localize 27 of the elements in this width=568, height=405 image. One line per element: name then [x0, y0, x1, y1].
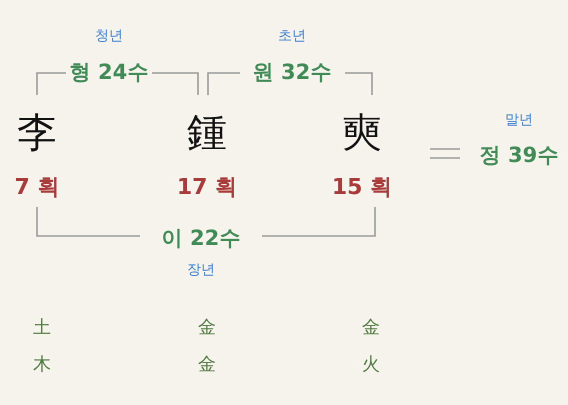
sum-label: 원 32수: [252, 59, 332, 86]
hanja-character: 李: [17, 109, 57, 157]
element-character: 土: [33, 317, 51, 339]
period-heading: 장년: [187, 261, 215, 279]
stroke-count: 7 획: [14, 175, 60, 201]
element-character: 金: [198, 354, 216, 376]
period-heading: 청년: [95, 27, 123, 45]
bracket-line: [207, 72, 240, 95]
bracket-line: [152, 72, 199, 95]
hanja-character: 鍾: [187, 109, 227, 157]
element-character: 火: [362, 354, 380, 376]
stroke-count: 17 획: [176, 175, 238, 201]
period-heading: 말년: [505, 111, 533, 129]
sum-label: 정 39수: [480, 142, 558, 169]
element-character: 木: [33, 354, 51, 376]
element-character: 金: [362, 317, 380, 339]
bracket-line: [36, 207, 140, 237]
sum-label: 형 24수: [70, 59, 148, 86]
bracket-line: [345, 72, 373, 95]
sum-label: 이 22수: [162, 225, 240, 252]
element-character: 金: [198, 317, 216, 339]
hanja-character: 奭: [342, 109, 382, 157]
bracket-line: [36, 72, 66, 95]
period-heading: 초년: [278, 27, 306, 45]
bracket-line: [262, 207, 376, 237]
stroke-count: 15 획: [332, 175, 392, 201]
equals-sign: [429, 148, 461, 159]
